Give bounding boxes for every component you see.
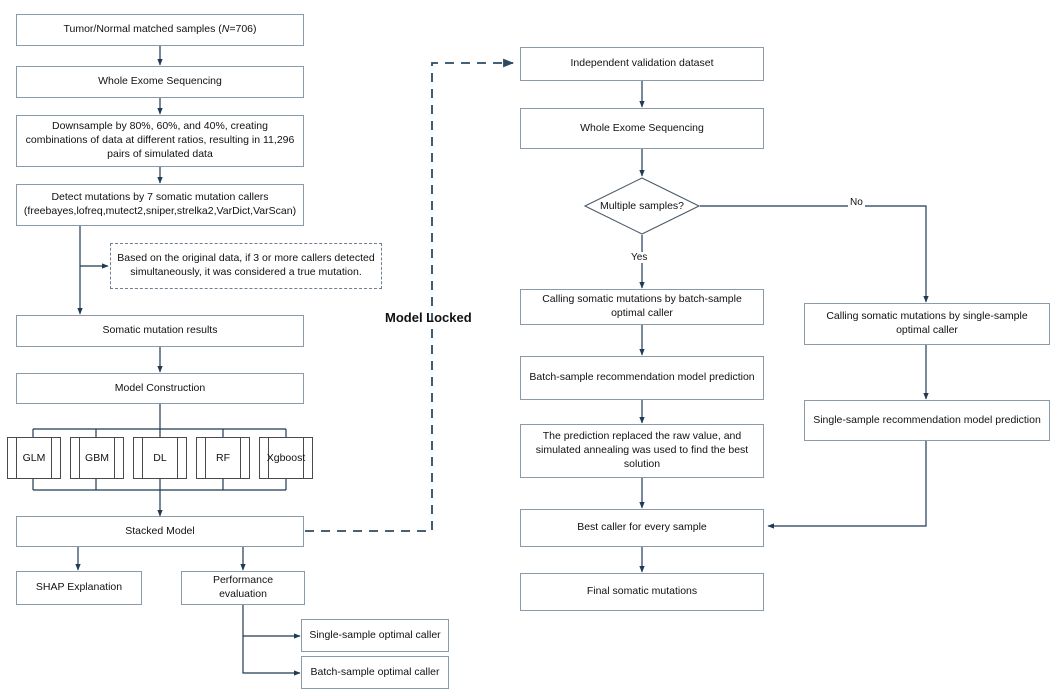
node-final-somatic-mutations[interactable]: Final somatic mutations	[520, 573, 764, 611]
node-somatic-mutation-results[interactable]: Somatic mutation results	[16, 315, 304, 347]
node-decision-multiple-samples[interactable]: Multiple samples?	[583, 177, 701, 235]
node-wes-left-label: Whole Exome Sequencing	[98, 75, 222, 88]
node-downsample-label: Downsample by 80%, 60%, and 40%, creatin…	[25, 120, 295, 160]
node-decision-label: Multiple samples?	[599, 200, 685, 212]
node-single-sample-optimal-caller[interactable]: Single-sample optimal caller	[301, 619, 449, 652]
node-wes-right-label: Whole Exome Sequencing	[580, 121, 704, 134]
node-detect-mutations-label: Detect mutations by 7 somatic mutation c…	[23, 191, 297, 217]
node-downsample[interactable]: Downsample by 80%, 60%, and 40%, creatin…	[16, 115, 304, 167]
node-calling-batch-sample-label: Calling somatic mutations by batch-sampl…	[542, 293, 742, 319]
model-box-dl-label: DL	[142, 437, 178, 479]
node-simulated-annealing[interactable]: The prediction replaced the raw value, a…	[520, 424, 764, 478]
node-batch-sample-prediction-label: Batch-sample recommendation model predic…	[529, 371, 755, 384]
edge-label-yes: Yes	[629, 252, 650, 263]
model-box-dl[interactable]: DL	[133, 437, 187, 479]
node-shap-explanation-label: SHAP Explanation	[35, 581, 123, 594]
node-detect-mutations[interactable]: Detect mutations by 7 somatic mutation c…	[16, 184, 304, 226]
node-calling-batch-sample[interactable]: Calling somatic mutations by batch-sampl…	[520, 289, 764, 325]
model-box-glm-label: GLM	[16, 437, 52, 479]
edge-label-no: No	[848, 197, 865, 208]
node-simulated-annealing-label: The prediction replaced the raw value, a…	[535, 430, 749, 470]
node-performance-evaluation[interactable]: Performance evaluation	[181, 571, 305, 605]
model-box-xgboost[interactable]: Xgboost	[259, 437, 313, 479]
model-box-rf[interactable]: RF	[196, 437, 250, 479]
node-true-mutation-note-label: Based on the original data, if 3 or more…	[117, 252, 375, 278]
node-samples[interactable]: Tumor/Normal matched samples (N=706)	[16, 14, 304, 46]
model-box-glm[interactable]: GLM	[7, 437, 61, 479]
node-performance-evaluation-label: Performance evaluation	[212, 574, 274, 600]
model-locked-label: Model Locked	[385, 310, 472, 325]
node-somatic-mutation-results-label: Somatic mutation results	[102, 324, 218, 337]
node-samples-label: Tumor/Normal matched samples (N=706)	[63, 23, 257, 36]
node-independent-validation-dataset-label: Independent validation dataset	[570, 57, 714, 70]
node-final-somatic-mutations-label: Final somatic mutations	[586, 585, 698, 598]
node-best-caller-every-sample-label: Best caller for every sample	[577, 521, 707, 534]
node-model-construction-label: Model Construction	[114, 381, 206, 394]
node-whole-exome-sequencing-left[interactable]: Whole Exome Sequencing	[16, 66, 304, 98]
node-batch-sample-prediction[interactable]: Batch-sample recommendation model predic…	[520, 356, 764, 400]
node-whole-exome-sequencing-right[interactable]: Whole Exome Sequencing	[520, 108, 764, 149]
node-model-construction[interactable]: Model Construction	[16, 373, 304, 404]
node-single-sample-prediction-label: Single-sample recommendation model predi…	[813, 413, 1041, 426]
node-single-sample-prediction[interactable]: Single-sample recommendation model predi…	[804, 400, 1050, 441]
node-true-mutation-note[interactable]: Based on the original data, if 3 or more…	[110, 243, 382, 289]
node-single-sample-optimal-caller-label: Single-sample optimal caller	[309, 628, 441, 641]
model-box-gbm[interactable]: GBM	[70, 437, 124, 479]
model-box-xgboost-label: Xgboost	[267, 437, 305, 479]
node-stacked-model-label: Stacked Model	[125, 524, 195, 537]
node-calling-single-sample[interactable]: Calling somatic mutations by single-samp…	[804, 303, 1050, 345]
model-box-rf-label: RF	[205, 437, 241, 479]
node-independent-validation-dataset[interactable]: Independent validation dataset	[520, 47, 764, 81]
node-calling-single-sample-label: Calling somatic mutations by single-samp…	[826, 310, 1028, 336]
node-best-caller-every-sample[interactable]: Best caller for every sample	[520, 509, 764, 547]
node-stacked-model[interactable]: Stacked Model	[16, 516, 304, 547]
model-box-gbm-label: GBM	[79, 437, 115, 479]
node-batch-sample-optimal-caller-label: Batch-sample optimal caller	[310, 665, 440, 678]
diamond-shape	[583, 177, 701, 235]
node-batch-sample-optimal-caller[interactable]: Batch-sample optimal caller	[301, 656, 449, 689]
node-shap-explanation[interactable]: SHAP Explanation	[16, 571, 142, 605]
